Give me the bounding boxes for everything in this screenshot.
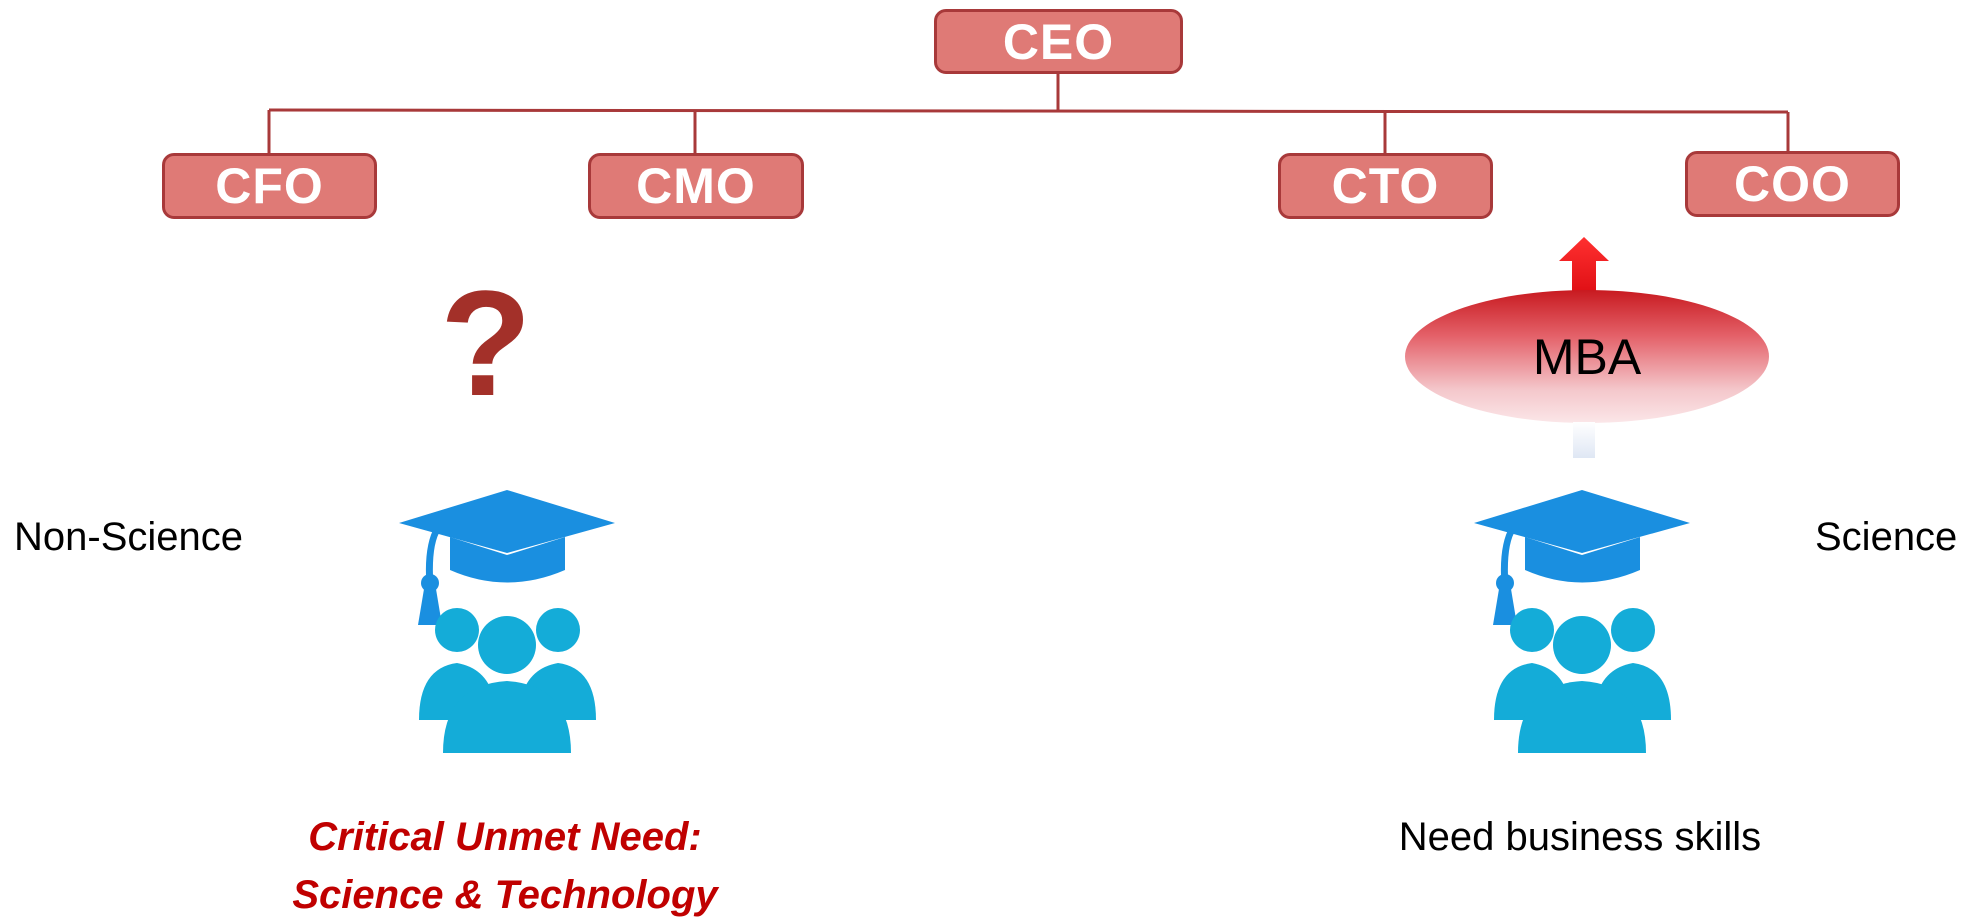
science-label: Science bbox=[1815, 515, 1958, 559]
ceo-box: CEO bbox=[934, 9, 1183, 74]
critical-need-line1: Critical Unmet Need: bbox=[308, 815, 702, 859]
cmo-box: CMO bbox=[588, 153, 804, 219]
arrow-up-icon bbox=[1559, 237, 1609, 292]
graduate-group-icon bbox=[399, 490, 615, 753]
coo-box: COO bbox=[1685, 151, 1900, 217]
non-science-label: Non-Science bbox=[14, 515, 244, 559]
critical-need-line2: Science & Technology bbox=[292, 873, 718, 917]
cfo-box: CFO bbox=[162, 153, 377, 219]
graduate-group-icon bbox=[1474, 490, 1690, 753]
critical-need-text: Critical Unmet Need: Science & Technolog… bbox=[200, 808, 810, 924]
mba-label: MBA bbox=[1532, 328, 1642, 385]
mba-ellipse: MBA bbox=[1405, 290, 1769, 423]
question-mark: ? bbox=[440, 259, 532, 427]
cto-box: CTO bbox=[1278, 153, 1493, 219]
business-need-text: Need business skills bbox=[1398, 815, 1762, 859]
arrow-stem-fade bbox=[1573, 422, 1595, 458]
